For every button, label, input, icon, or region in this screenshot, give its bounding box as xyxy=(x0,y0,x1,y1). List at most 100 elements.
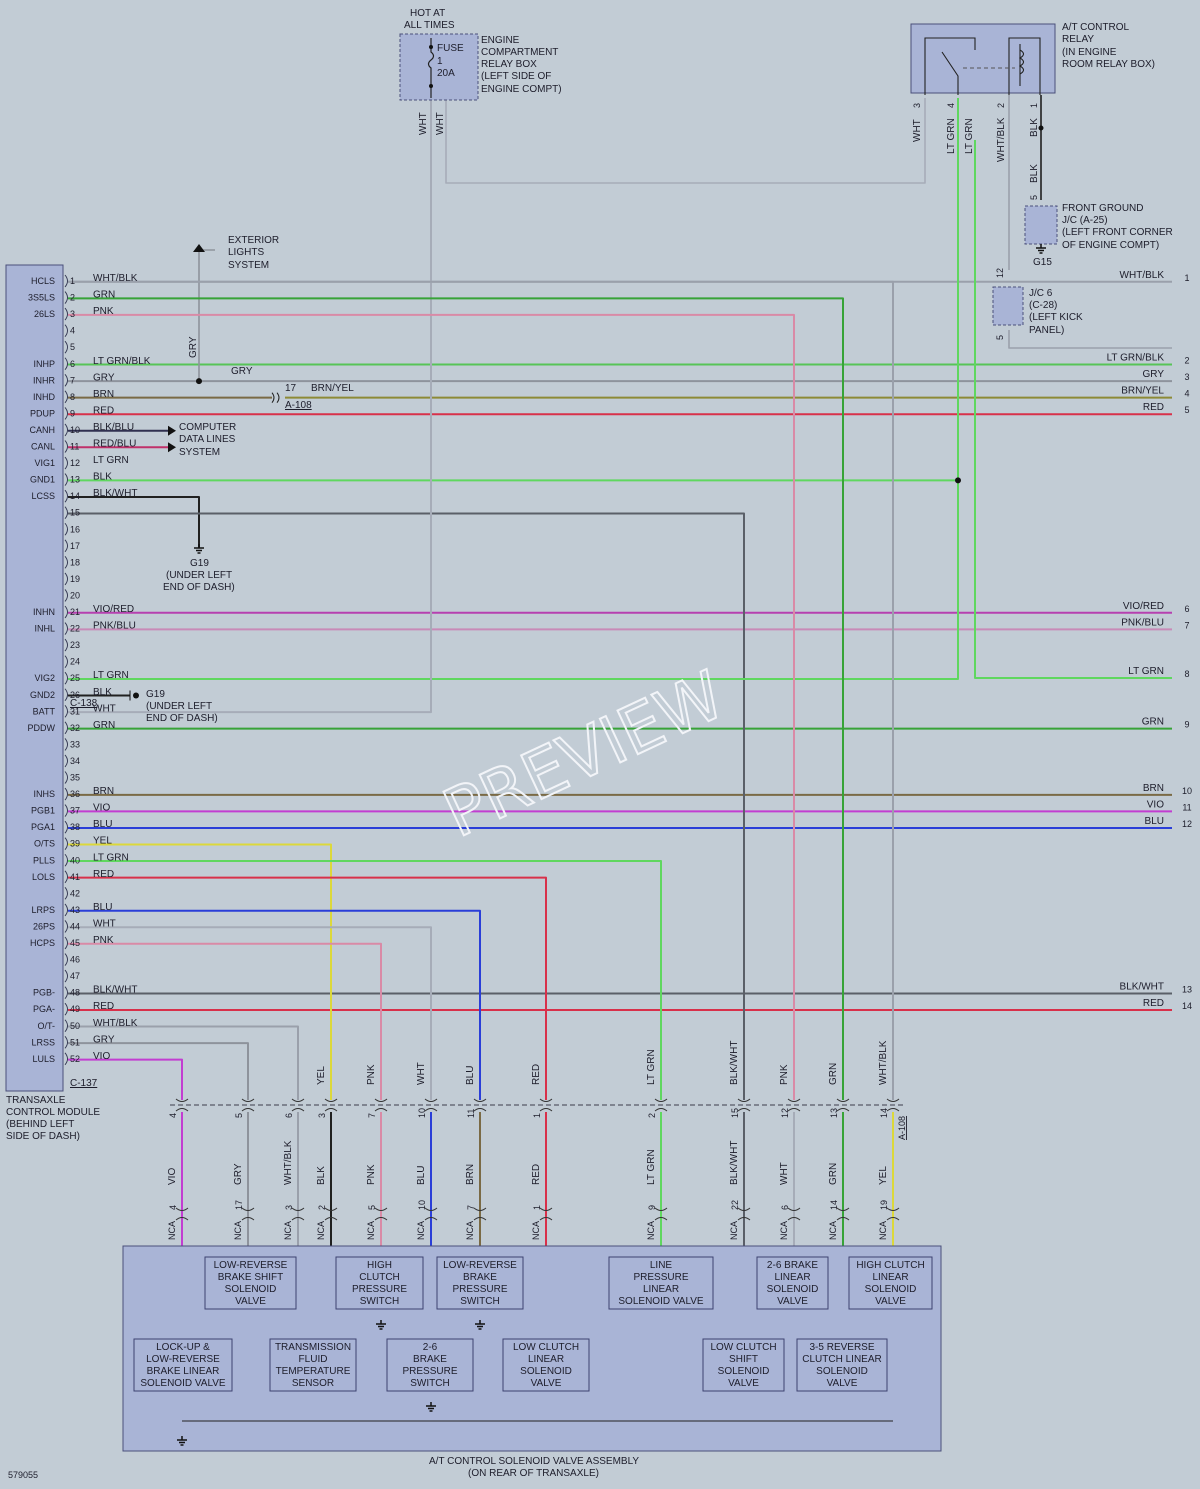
relay-pin-4: 4 xyxy=(946,103,956,108)
nca-7: NCA xyxy=(531,1221,541,1240)
solenoid-top-0-line-0: LOW-REVERSE xyxy=(214,1260,288,1271)
right-terminal-4: 4 xyxy=(1184,389,1189,399)
pin-bracket xyxy=(64,1052,68,1066)
solenoid-bottom-5-line-3: VALVE xyxy=(827,1378,858,1389)
right-terminal-10: 10 xyxy=(1182,786,1192,796)
a108-connector: A-108 xyxy=(285,400,312,411)
tcm-pin-34: 34 xyxy=(70,756,80,766)
solenoid-bottom-3-line-1: LINEAR xyxy=(528,1354,564,1365)
tcm-pin-3: 3 xyxy=(70,309,75,319)
relay-box-label-2: COMPARTMENT xyxy=(481,47,558,58)
conn-bottom-wire-11: GRN xyxy=(828,1163,839,1185)
ground-g19a-icon xyxy=(194,544,204,554)
connector-pin xyxy=(324,1207,338,1221)
tcm-wire-label-25: LT GRN xyxy=(93,670,129,681)
solenoid-top-4-line-2: SOLENOID xyxy=(767,1284,819,1295)
tcm-signal-21: INHN xyxy=(33,607,55,617)
solenoid-top-1-line-2: PRESSURE xyxy=(352,1284,407,1295)
conn-bottom-wire-3: BLK xyxy=(316,1166,327,1185)
connector-pin xyxy=(473,1207,487,1221)
solenoid-top-3-line-3: SOLENOID VALVE xyxy=(618,1296,704,1307)
ground-jc-wire: BLK xyxy=(1029,164,1040,183)
pin-bracket xyxy=(64,655,68,668)
right-terminal-label-7: PNK/BLU xyxy=(1121,617,1164,628)
tcm-signal-48: PGB- xyxy=(33,988,55,998)
conn-top-wire-6: BLU xyxy=(465,1066,476,1085)
relay-box-label-3: RELAY BOX xyxy=(481,59,537,70)
wire-pin-25 xyxy=(68,98,959,680)
splice-gry xyxy=(196,378,202,385)
relay-box-label-5: ENGINE COMPT) xyxy=(481,84,562,95)
right-terminal-13: 13 xyxy=(1182,984,1192,994)
nca-4: NCA xyxy=(366,1221,376,1240)
pin-bracket xyxy=(64,903,68,917)
label-layer: HCLS3S5LS26LSINHPINHRINHDPDUPCANHCANLVIG… xyxy=(28,270,1193,1389)
conn-top-pin-7: 7 xyxy=(367,1113,377,1118)
tcm-pin-21: 21 xyxy=(70,607,80,617)
tcm-wire-label-12: LT GRN xyxy=(93,455,129,466)
tcm-signal-38: PGA1 xyxy=(31,822,55,832)
connector-pin xyxy=(836,1098,850,1112)
nca-8: NCA xyxy=(646,1221,656,1240)
gry-vertical-label: GRY xyxy=(188,336,199,358)
right-terminal-2: 2 xyxy=(1184,356,1189,366)
right-terminal-label-4: BRN/YEL xyxy=(1121,386,1164,397)
tcm-wire-label-52: VIO xyxy=(93,1051,110,1062)
conn-top-pin-13: 13 xyxy=(829,1108,839,1118)
right-terminal-7: 7 xyxy=(1184,620,1189,630)
tcm-signal-49: PGA- xyxy=(33,1004,55,1014)
g19b-label-2: (UNDER LEFT xyxy=(146,701,212,712)
tcm-pin-24: 24 xyxy=(70,657,80,667)
fuse-label: FUSE xyxy=(437,43,464,54)
tcm-wire-label-14: BLK/WHT xyxy=(93,488,137,499)
tcm-signal-12: VIG1 xyxy=(34,458,55,468)
solenoid-bottom-2-line-1: BRAKE xyxy=(413,1354,447,1365)
conn-top-pin-11: 11 xyxy=(466,1109,476,1118)
tcm-wire-label-50: WHT/BLK xyxy=(93,1018,138,1029)
tcm-wire-label-9: RED xyxy=(93,405,114,416)
tcm-signal-50: O/T- xyxy=(38,1021,56,1031)
pin-bracket xyxy=(64,920,68,933)
a108-splice xyxy=(271,392,280,403)
ground-jc-label-2: J/C (A-25) xyxy=(1062,215,1108,226)
connector-pin xyxy=(291,1207,305,1221)
wire-pin-31 xyxy=(68,98,432,714)
solenoid-top-5-line-2: SOLENOID xyxy=(865,1284,917,1295)
g19a-label-3: END OF DASH) xyxy=(163,582,235,593)
tcm-wire-label-32: GRN xyxy=(93,720,115,731)
solenoid-top-4-line-3: VALVE xyxy=(777,1296,808,1307)
nca-2: NCA xyxy=(283,1221,293,1240)
conn-bottom-pin-9: 22 xyxy=(730,1200,740,1210)
connector-pin xyxy=(374,1207,388,1221)
solenoid-bottom-3-line-2: SOLENOID xyxy=(520,1366,572,1377)
pin-bracket xyxy=(64,738,68,751)
fuse-wire-label-1: WHT xyxy=(418,112,429,135)
tcm-pin-45: 45 xyxy=(70,938,80,948)
pin-bracket xyxy=(64,291,68,304)
fuse-wire-label-2: WHT xyxy=(435,112,446,135)
pin-bracket xyxy=(64,671,68,685)
relay-switch-icon xyxy=(924,37,1041,95)
conn-bottom-wire-0: VIO xyxy=(167,1168,178,1185)
relay-blk-dot xyxy=(1038,125,1044,131)
conn-top-pin-12: 12 xyxy=(780,1108,790,1118)
connector-pin xyxy=(241,1207,255,1221)
arrow-canh-icon xyxy=(168,425,176,436)
solenoid-top-0-line-2: SOLENOID xyxy=(225,1284,277,1295)
solenoid-top-3 xyxy=(608,1256,714,1310)
pin-bracket xyxy=(64,870,68,884)
tcm-signal-2: 3S5LS xyxy=(28,293,55,303)
connector-pin xyxy=(424,1098,438,1112)
tcm-signal-9: PDUP xyxy=(30,408,55,418)
tcm-pin-41: 41 xyxy=(70,872,80,882)
nca-3: NCA xyxy=(316,1221,326,1240)
tcm-signal-26: GND2 xyxy=(30,690,55,700)
solenoid-top-0-line-3: VALVE xyxy=(235,1296,266,1307)
tcm-wire-label-40: LT GRN xyxy=(93,852,129,863)
right-terminal-label-13: BLK/WHT xyxy=(1120,981,1164,992)
tcm-module xyxy=(5,264,64,1092)
tcm-wire-label-36: BRN xyxy=(93,786,114,797)
right-terminal-3: 3 xyxy=(1184,372,1189,382)
tcm-signal-1: HCLS xyxy=(31,276,55,286)
solenoid-bottom-1 xyxy=(269,1338,357,1392)
